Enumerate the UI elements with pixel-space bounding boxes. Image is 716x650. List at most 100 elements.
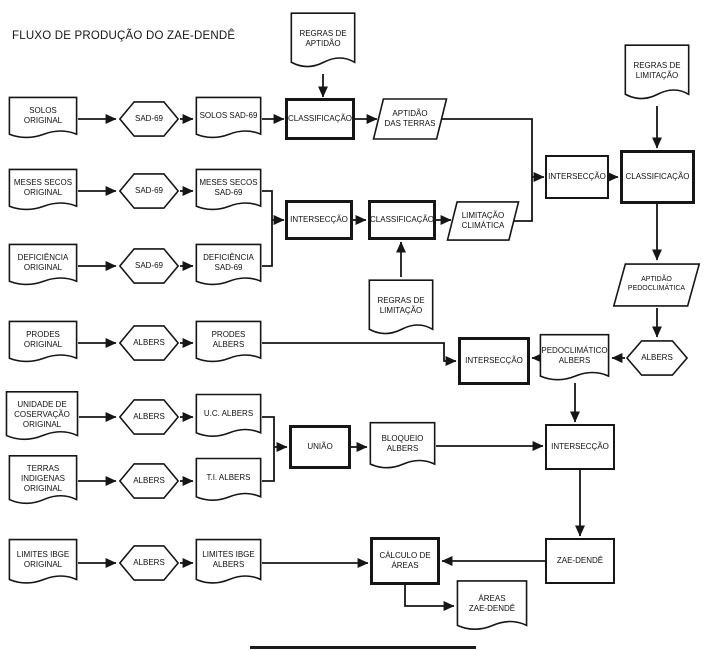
node-calculo-de-areas: CÁLCULO DE ÁREAS: [370, 537, 440, 585]
node-label: INTERSECÇÃO: [465, 356, 523, 365]
node-solos-original: SOLOS ORIGINAL: [8, 95, 78, 143]
node-label: SOLOS ORIGINAL: [23, 106, 63, 125]
hexagon-shape: [118, 172, 180, 210]
node-label: LIMITES IBGE ALBERS: [202, 550, 255, 569]
node-label: ALBERS: [133, 476, 165, 485]
node-label: DEFICIÊNCIA SAD-69: [203, 253, 254, 272]
document-shape: [624, 42, 690, 106]
node-label: MESES SECOS ORIGINAL: [13, 178, 73, 197]
hexagon-shape: [118, 247, 180, 285]
node-label: ALBERS: [133, 412, 165, 421]
node-albers-prodes: ALBERS: [118, 324, 180, 362]
connector: [262, 447, 275, 482]
node-albers-pedoclimatico: ALBERS: [625, 339, 689, 377]
node-label: INTERSECÇÃO: [290, 215, 348, 224]
node-classificacao-final: CLASSIFICAÇÃO: [620, 150, 695, 204]
node-meses-secos-original: MESES SECOS ORIGINAL: [8, 167, 78, 215]
node-label: CÁLCULO DE ÁREAS: [379, 551, 431, 570]
node-label: ALBERS: [641, 353, 673, 362]
hexagon-shape: [625, 339, 689, 377]
document-shape: [8, 453, 78, 510]
node-label: INTERSECÇÃO: [551, 442, 609, 451]
node-prodes-original: PRODES ORIGINAL: [8, 319, 78, 367]
document-shape: [8, 167, 78, 215]
node-label: REGRAS DE LIMITAÇÃO: [377, 296, 425, 315]
hexagon-shape: [118, 398, 180, 436]
document-shape: [195, 95, 262, 143]
node-deficiencia-original: DEFICIÊNCIA ORIGINAL: [8, 242, 78, 290]
node-albers-limites: ALBERS: [118, 544, 180, 582]
node-interseccao-clima: INTERSECÇÃO: [285, 200, 353, 240]
node-interseccao-aptidao: INTERSECÇÃO: [545, 155, 609, 199]
node-label: UNIÃO: [307, 442, 333, 451]
node-regras-de-aptidao: REGRAS DE APTIDÃO: [290, 10, 356, 74]
node-label: PEDOCLIMÁTICO ALBERS: [541, 346, 608, 365]
node-label: CLASSIFICAÇÃO: [370, 215, 435, 224]
node-classificacao-solos: CLASSIFICAÇÃO: [285, 98, 355, 140]
node-sad69-deficiencia: SAD-69: [118, 247, 180, 285]
node-albers-ti: ALBERS: [118, 462, 180, 500]
document-shape: [195, 242, 262, 290]
document-shape: [456, 578, 528, 636]
node-label: UNIDADE DE COSERVAÇÃO ORIGINAL: [14, 399, 70, 429]
node-prodes-albers: PRODES ALBERS: [195, 319, 262, 367]
node-regras-limitacao-topo: REGRAS DE LIMITAÇÃO: [624, 42, 690, 106]
node-interseccao-prodes: INTERSECÇÃO: [458, 337, 530, 385]
node-label: ALBERS: [133, 558, 165, 567]
parallelogram-shape: [612, 262, 701, 308]
node-label: T.I. ALBERS: [206, 473, 251, 482]
parallelogram-shape: [372, 97, 448, 141]
node-label: U.C. ALBERS: [203, 409, 254, 418]
connector: [262, 342, 457, 366]
node-label: SAD-69: [134, 186, 163, 195]
hexagon-shape: [118, 462, 180, 500]
node-label: BLOQUEIO ALBERS: [381, 434, 424, 453]
node-label: APTIDÃO DAS TERRAS: [384, 109, 436, 128]
document-shape: [539, 332, 610, 386]
connector: [514, 177, 533, 222]
node-uniao: UNIÃO: [289, 425, 351, 469]
node-label: SOLOS SAD-69: [199, 111, 258, 120]
node-label: ÁREAS ZAE-DENDÊ: [468, 594, 516, 613]
node-sad69-meses: SAD-69: [118, 172, 180, 210]
document-shape: [5, 389, 79, 446]
node-label: APTIDÃO PEDOCLIMÁTICA: [627, 276, 686, 292]
node-label: TERRAS INDIGENAS ORIGINAL: [20, 463, 65, 493]
document-shape: [8, 242, 78, 290]
node-label: DEFICIÊNCIA ORIGINAL: [17, 253, 69, 272]
node-bloqueio-albers: BLOQUEIO ALBERS: [369, 420, 436, 474]
node-uc-original: UNIDADE DE COSERVAÇÃO ORIGINAL: [5, 389, 79, 446]
node-interseccao-bloqueio: INTERSECÇÃO: [545, 424, 615, 470]
document-shape: [8, 319, 78, 367]
node-label: CLASSIFICAÇÃO: [288, 114, 353, 123]
node-limites-ibge-original: LIMITES IBGE ORIGINAL: [8, 537, 78, 589]
document-shape: [195, 456, 262, 506]
connector: [262, 220, 273, 267]
node-label: SAD-69: [134, 114, 163, 123]
node-label: REGRAS DE APTIDÃO: [299, 29, 347, 48]
document-shape: [369, 420, 436, 474]
node-label: INTERSECÇÃO: [548, 172, 606, 181]
document-shape: [195, 537, 262, 589]
node-meses-secos-sad69: MESES SECOS SAD-69: [195, 167, 262, 215]
node-label: PRODES ALBERS: [211, 330, 246, 349]
node-solos-sad69: SOLOS SAD-69: [195, 95, 262, 143]
node-deficiencia-sad69: DEFICIÊNCIA SAD-69: [195, 242, 262, 290]
node-label: SAD-69: [134, 261, 163, 270]
parallelogram-shape: [446, 200, 520, 242]
node-label: MESES SECOS SAD-69: [199, 178, 258, 197]
node-label: REGRAS DE LIMITAÇÃO: [633, 61, 681, 80]
node-label: LIMITES IBGE ORIGINAL: [16, 550, 70, 569]
node-terras-indigenas-original: TERRAS INDIGENAS ORIGINAL: [8, 453, 78, 510]
document-shape: [8, 95, 78, 143]
diagram-title: FLUXO DE PRODUÇÃO DO ZAE-DENDÊ: [12, 30, 236, 42]
node-ti-albers: T.I. ALBERS: [195, 456, 262, 506]
node-label: ZAE-DENDÊ: [556, 556, 604, 565]
hexagon-shape: [118, 324, 180, 362]
node-areas-zae-dende: ÁREAS ZAE-DENDÊ: [456, 578, 528, 636]
hexagon-shape: [118, 544, 180, 582]
page-bottom-artifact: [250, 646, 476, 649]
connector: [442, 118, 545, 182]
document-shape: [195, 319, 262, 367]
document-shape: [195, 392, 262, 442]
